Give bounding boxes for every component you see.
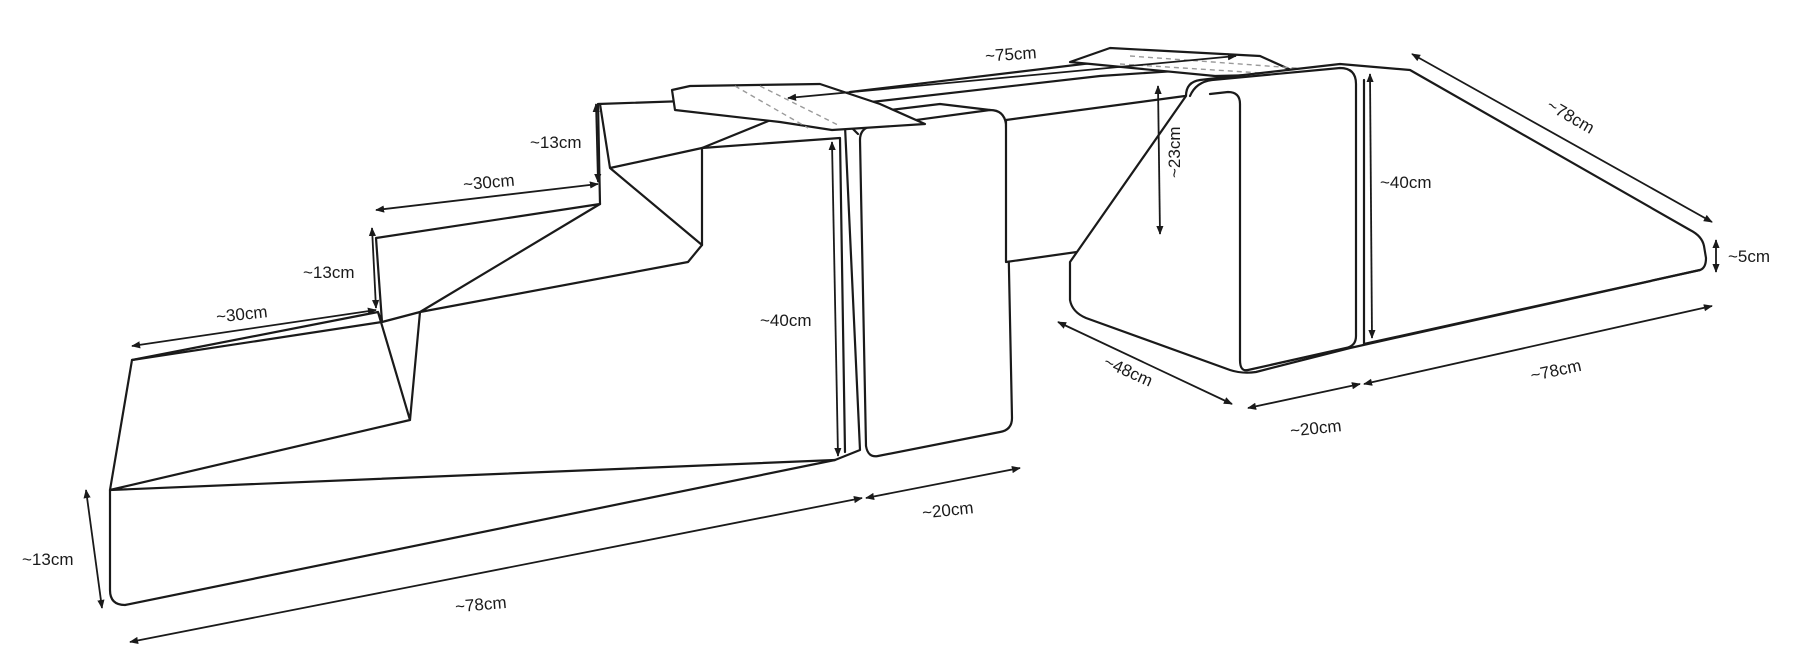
label-bridge-length: ~75cm <box>984 43 1037 66</box>
stair-block-outline <box>108 94 862 607</box>
label-bridge-height: ~23cm <box>1165 127 1184 179</box>
dim-line-left-width <box>865 466 1021 500</box>
label-step1-rise: ~13cm <box>303 263 355 282</box>
dim-line-left-base-height <box>83 489 105 609</box>
strap-left-hidden <box>734 85 841 129</box>
label-ramp-base-length: ~78cm <box>1529 356 1583 385</box>
dimension-lines <box>83 53 1720 644</box>
dim-line-left-height <box>828 141 842 457</box>
left-side-panel <box>858 108 1014 458</box>
stair-tall-face <box>700 136 847 454</box>
dim-line-step2-rise <box>592 103 602 183</box>
label-right-height: ~40cm <box>1380 173 1432 192</box>
label-step2-depth: ~30cm <box>462 171 515 194</box>
label-left-height: ~40cm <box>760 311 812 330</box>
label-left-width: ~20cm <box>921 498 974 522</box>
label-ramp-end-height: ~5cm <box>1728 247 1770 266</box>
dim-line-bridge-length <box>787 53 1237 101</box>
stair-front-edges <box>108 94 837 492</box>
bridge-strap-left <box>670 82 927 132</box>
label-step1-depth: ~30cm <box>215 302 268 326</box>
dim-line-step1-rise <box>368 227 380 309</box>
label-right-depth: ~48cm <box>1101 352 1156 390</box>
dim-line-right-depth <box>1057 321 1233 405</box>
label-left-base-height: ~13cm <box>22 550 74 569</box>
dim-line-left-length <box>129 496 863 644</box>
dim-line-ramp-top-length <box>1411 53 1713 223</box>
left-stair-block <box>108 94 1014 607</box>
label-right-width: ~20cm <box>1289 416 1342 440</box>
dim-line-right-width <box>1247 382 1361 410</box>
dim-line-ramp-base-length <box>1363 304 1713 386</box>
dim-line-right-height <box>1366 73 1376 339</box>
label-left-length: ~78cm <box>454 593 507 616</box>
label-step2-rise: ~13cm <box>530 133 582 152</box>
dim-line-bridge-height <box>1154 85 1164 235</box>
dim-line-step1-depth <box>131 307 377 349</box>
dim-line-step2-depth <box>375 181 599 213</box>
